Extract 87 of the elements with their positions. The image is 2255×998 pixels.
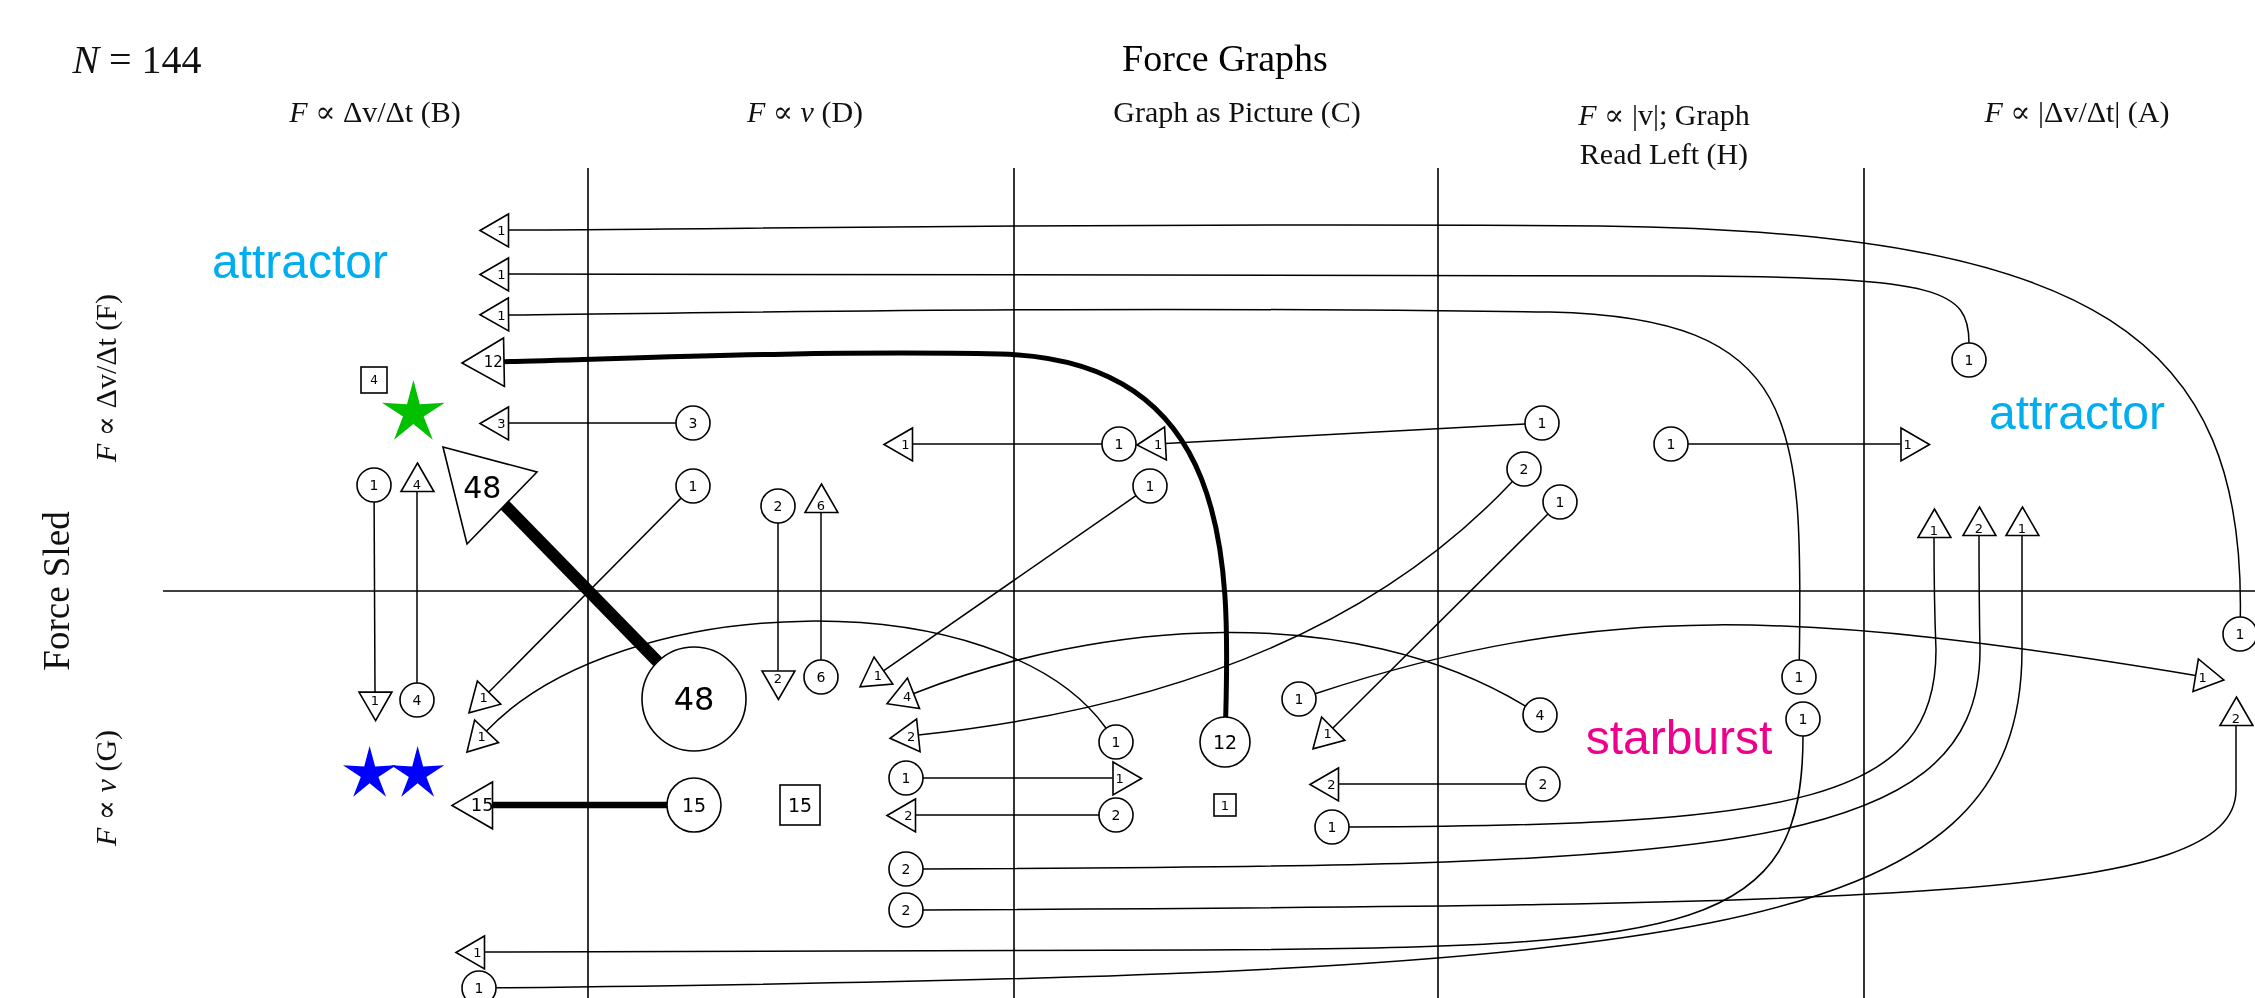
count-triangle: 2 [761,670,795,699]
count-triangle: 15 [452,781,493,829]
count-circle: 1 [1282,682,1316,716]
count-circle: 2 [1507,452,1541,486]
count-circle: 48 [642,647,746,751]
count-square: 15 [780,785,820,825]
count-circle: 1 [357,468,391,502]
count-square: 4 [361,367,387,393]
count-triangle: 1 [2192,659,2224,692]
count-triangle: 3 [480,406,509,440]
annotation-label: attractor [211,233,389,290]
column-heading: F ∝ v (D) [746,93,864,130]
connector-line [416,490,418,684]
count-circle: 2 [1099,798,1133,832]
connector-line [913,631,1527,707]
count-triangle: 1 [456,935,485,969]
column-heading: F ∝ Δv/Δt (B) [289,93,461,130]
count-triangle: 1 [480,298,509,332]
connector-line [500,500,662,666]
connector-line [820,511,822,661]
count-triangle: 1 [884,427,913,461]
connector-line [503,350,1230,718]
count-triangle: 2 [887,798,916,832]
connector-line [883,494,1137,672]
count-circle: 15 [667,778,721,832]
count-triangle: 2 [1962,507,1996,536]
star-icon [391,746,445,797]
row-heading: F ∝ v (G) [87,729,123,847]
count-circle: 3 [676,406,710,440]
count-triangle: 2 [890,718,921,752]
count-triangle: 1 [358,692,392,721]
star-icon [343,746,397,797]
count-circle: 1 [1102,427,1136,461]
count-triangle: 1 [480,257,509,291]
count-circle: 1 [1952,343,1986,377]
count-label: N = 144 [72,36,202,84]
count-triangle: 2 [1310,767,1339,801]
count-triangle: 2 [2219,697,2253,726]
column-heading: F ∝ |Δv/Δt| (A) [1984,93,2170,130]
count-triangle: 4 [887,678,920,709]
count-circle: 2 [889,893,923,927]
count-triangle: 1 [1112,761,1141,795]
count-triangle: 1 [466,719,499,752]
count-circle: 4 [400,683,434,717]
connector-line [373,501,376,694]
annotation-label: starburst [1585,709,1773,766]
count-triangle: 1 [2005,507,2039,536]
connector-line [485,620,1107,732]
count-square: 1 [1214,794,1236,816]
connector-line [492,801,667,809]
count-circle: 1 [1315,810,1349,844]
count-circle: 4 [1523,698,1557,732]
count-circle: 1 [889,761,923,795]
count-triangle: 1 [1917,509,1951,538]
column-heading: Graph as Picture (C) [1113,93,1361,130]
connector-line [777,522,779,672]
count-triangle: 1 [468,680,501,713]
count-circle: 1 [1525,406,1559,440]
connector-line [487,497,682,694]
count-triangle: 1 [1312,716,1345,749]
row-heading: Force Sled [34,511,78,671]
count-circle: 1 [1782,660,1816,694]
count-triangle: 6 [804,484,838,513]
count-triangle: 4 [400,463,434,492]
annotation-label: attractor [1988,384,2166,441]
count-circle: 1 [1099,725,1133,759]
count-circle: 2 [761,489,795,523]
count-triangle: 1 [480,213,509,247]
count-triangle: 1 [860,657,894,687]
count-circle: 1 [1133,469,1167,503]
column-heading: F ∝ |v|; Graph Read Left (H) [1577,97,1751,172]
count-circle: 2 [889,852,923,886]
diagram-title: Force Graphs [1122,36,1328,80]
count-circle: 1 [1543,485,1577,519]
count-triangle: 48 [443,447,537,544]
count-triangle: 12 [462,337,505,386]
count-circle: 1 [1654,427,1688,461]
count-circle: 2 [1526,767,1560,801]
count-triangle: 1 [1137,427,1167,460]
star-icon [381,380,445,440]
connector-line [1331,513,1549,730]
row-heading: F ∝ Δv/Δt (F) [87,293,123,463]
count-circle: 6 [804,660,838,694]
count-circle: 1 [1786,702,1820,736]
count-triangle: 1 [1900,427,1929,461]
count-circle: 12 [1200,717,1250,767]
count-circle: 1 [676,469,710,503]
